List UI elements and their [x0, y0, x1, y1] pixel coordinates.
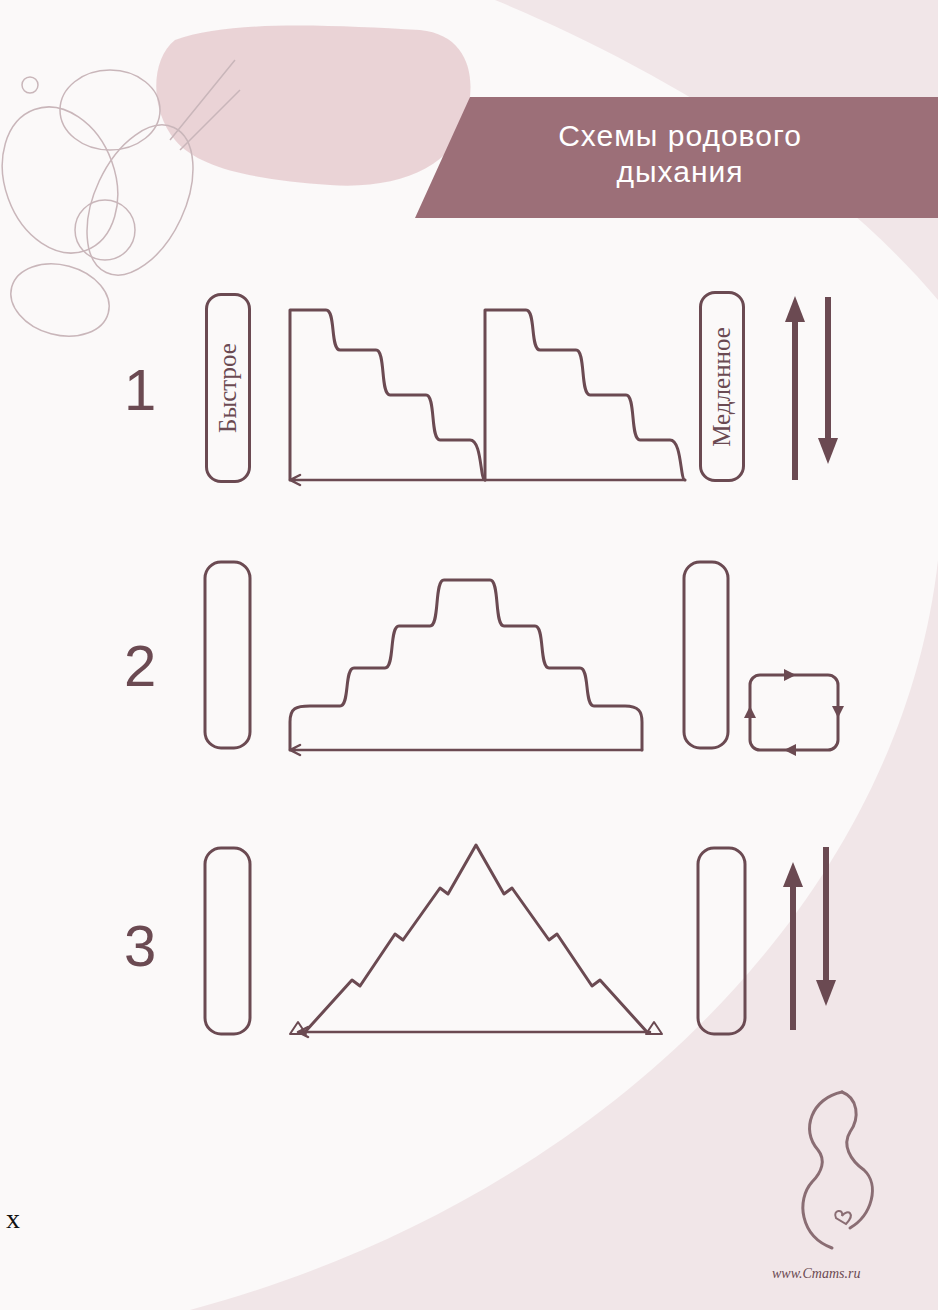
title-text: Схемы родового дыхания	[530, 118, 830, 190]
petal	[3, 253, 118, 346]
up-arrow-head	[785, 296, 805, 322]
text-pill: Медленное	[699, 291, 745, 482]
logo	[803, 1092, 873, 1248]
text-pill: Быстрое	[205, 293, 251, 483]
logo-silhouette	[803, 1092, 842, 1248]
corner-mark	[290, 1022, 306, 1034]
title-banner	[415, 97, 938, 218]
down-arrow-head	[816, 980, 836, 1006]
corner-mark	[646, 1022, 662, 1034]
watercolor-blob	[156, 26, 470, 186]
direction-arrows	[744, 296, 844, 1030]
pill-label: Медленное	[708, 327, 736, 447]
baseline-arrow	[290, 475, 685, 485]
down-arrow-head	[818, 438, 838, 464]
stem	[170, 60, 240, 150]
zigzag-triangle	[305, 845, 647, 1032]
staircase-curve	[485, 310, 685, 480]
flower-center	[75, 200, 135, 260]
cycle-arrowhead	[832, 706, 844, 718]
empty-pill	[684, 562, 728, 748]
staircase-curve	[290, 310, 485, 480]
up-arrow-shaft	[792, 318, 798, 480]
pyramid-curve	[290, 580, 642, 750]
empty-pill	[698, 848, 745, 1034]
petal	[0, 91, 137, 270]
row-number: 2	[124, 634, 156, 698]
up-arrow-head	[783, 862, 803, 887]
baseline-arrow	[290, 745, 642, 755]
cycle-arrowhead	[784, 744, 796, 756]
cycle-arrowhead	[744, 706, 756, 718]
row-number: 1	[124, 358, 156, 422]
empty-pill	[205, 562, 250, 748]
empty-pill	[205, 848, 250, 1034]
logo-silhouette	[842, 1092, 872, 1228]
flower-sketch	[0, 60, 240, 347]
cycle-symbol	[750, 675, 838, 750]
bud	[22, 77, 38, 93]
petal	[65, 108, 214, 291]
cycle-arrowhead	[784, 669, 796, 681]
pill-label: Быстрое	[214, 343, 242, 433]
logo-url: www.Cmams.ru	[772, 1266, 860, 1281]
up-arrow-shaft	[790, 883, 796, 1030]
cut-off-letter: х	[6, 1204, 20, 1235]
baseline-arrow	[298, 1027, 650, 1037]
logo-heart	[835, 1211, 851, 1224]
row-number: 3	[124, 914, 156, 978]
down-arrow-shaft	[825, 297, 831, 442]
down-arrow-shaft	[823, 847, 829, 983]
petal	[60, 70, 160, 150]
